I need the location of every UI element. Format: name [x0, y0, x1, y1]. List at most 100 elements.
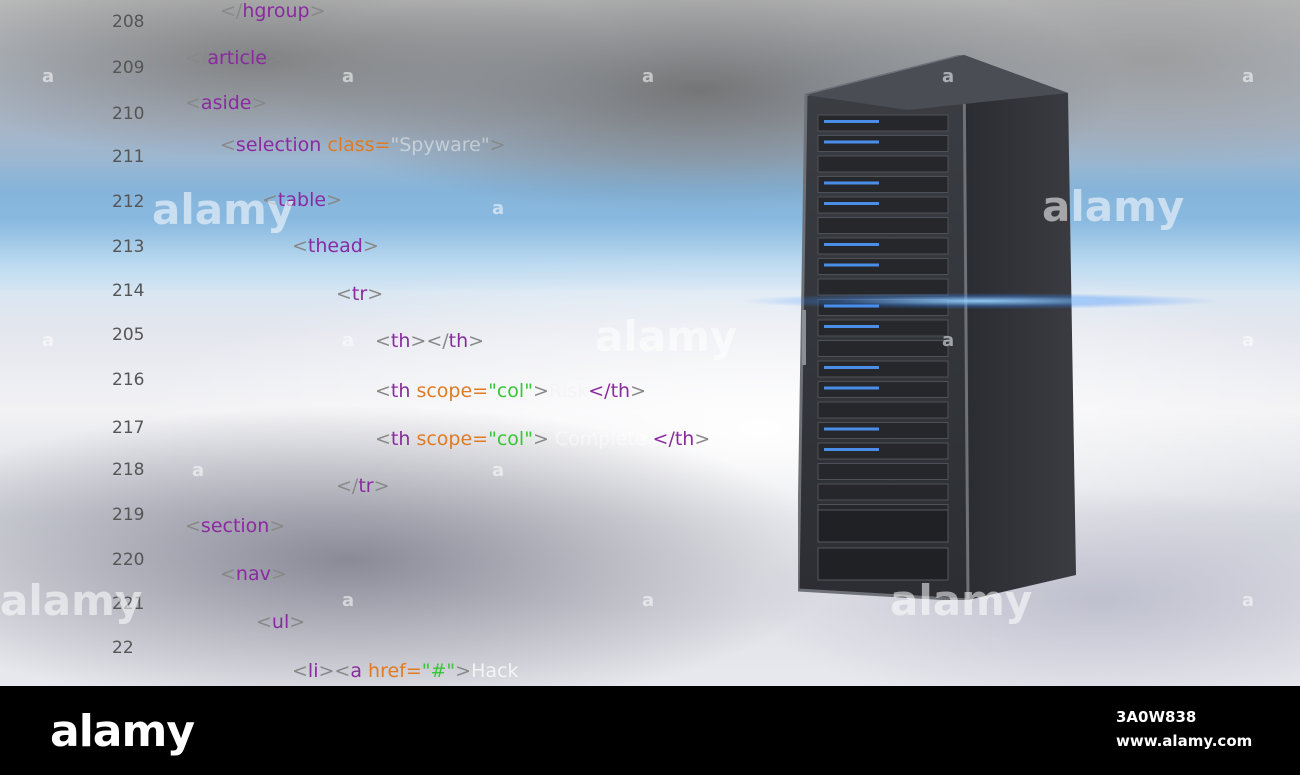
code-tag: table: [277, 189, 327, 211]
code-punct: </: [336, 475, 359, 497]
code-text: Risk: [548, 380, 589, 402]
code-line: <table>: [262, 189, 342, 211]
code-punct: <: [334, 660, 351, 682]
code-value: "Spyware": [390, 134, 490, 156]
server-light: [824, 202, 879, 205]
code-punct: >: [318, 660, 335, 682]
watermark-text: alamy: [890, 576, 1033, 625]
code-punct: </: [652, 428, 675, 450]
server-unit: [817, 463, 949, 480]
code-line: </tr>: [336, 475, 390, 497]
server-unit: [817, 196, 949, 214]
code-tag: th: [674, 428, 695, 450]
code-attr: scope=: [410, 380, 489, 402]
code-punct: <: [292, 235, 308, 257]
footer-bar: alamy 3A0W838 www.alamy.com: [0, 686, 1300, 775]
code-punct: <: [262, 189, 278, 211]
watermark-mark: a: [1242, 590, 1255, 611]
server-light: [824, 448, 879, 451]
watermark-text: alamy: [152, 185, 295, 234]
server-light: [824, 427, 879, 431]
code-line: <tr>: [336, 283, 383, 305]
code-punct: <: [292, 660, 308, 682]
line-number: 212: [112, 192, 145, 212]
code-line: <thead>: [292, 235, 379, 257]
watermark-mark: a: [942, 330, 955, 351]
watermark-mark: a: [42, 66, 55, 87]
server-unit: [817, 360, 949, 378]
watermark-text: alamy: [595, 312, 738, 361]
line-number: 216: [112, 370, 145, 390]
code-tag: th: [390, 380, 411, 402]
server-light: [824, 325, 879, 328]
code-tag: th: [448, 330, 469, 352]
code-line: <section>: [185, 515, 285, 537]
watermark-mark: a: [642, 590, 655, 611]
code-punct: <: [185, 515, 201, 537]
line-number: 220: [112, 550, 145, 570]
server-light: [824, 140, 879, 144]
watermark-mark: a: [42, 330, 55, 351]
code-punct: >: [289, 611, 306, 633]
code-tag: hgroup: [242, 0, 310, 22]
watermark-mark: a: [492, 198, 505, 219]
server-unit: [817, 483, 949, 501]
code-tag: li: [307, 660, 319, 682]
code-tag: ul: [271, 611, 290, 633]
code-punct: >: [326, 189, 342, 211]
code-punct: >: [266, 47, 283, 69]
server-unit: [817, 381, 949, 398]
code-tag: th: [390, 330, 411, 352]
code-punct: >: [489, 134, 506, 156]
server-rack-illustration: [798, 55, 1076, 600]
code-punct: >: [532, 380, 549, 402]
server-unit: [817, 509, 949, 543]
line-number: 205: [112, 325, 145, 345]
server-light: [824, 181, 879, 185]
server-light: [824, 263, 879, 267]
code-attr: href=: [361, 660, 422, 682]
code-tag: th: [610, 380, 631, 402]
line-number: 209: [112, 58, 145, 78]
code-punct: </: [185, 47, 208, 69]
code-punct: >: [362, 235, 379, 257]
watermark-text: alamy: [0, 576, 143, 625]
code-punct: >: [269, 515, 286, 537]
code-line: </article>: [185, 47, 283, 69]
watermark-mark: a: [642, 66, 655, 87]
code-punct: </: [220, 0, 243, 22]
code-line: </hgroup>: [220, 0, 325, 22]
code-value: "col": [488, 428, 533, 450]
line-number: 22: [112, 638, 134, 658]
code-value: "#": [421, 660, 456, 682]
watermark-mark: a: [492, 460, 505, 481]
code-punct: >: [532, 428, 549, 450]
watermark-mark: a: [1242, 330, 1255, 351]
code-line: <ul>: [256, 611, 305, 633]
code-line: <th scope="col"> Complete </th>: [375, 428, 710, 450]
server-unit: [817, 114, 949, 132]
code-tag: a: [350, 660, 362, 682]
code-punct: >: [251, 92, 268, 114]
code-punct: <: [375, 330, 391, 352]
code-punct: >: [630, 380, 646, 402]
code-punct: >: [367, 283, 384, 305]
code-text: Hack: [471, 660, 519, 682]
code-line: <nav>: [220, 563, 287, 585]
server-unit: [817, 442, 949, 460]
lens-flare: [660, 290, 1300, 312]
line-number: 219: [112, 505, 145, 525]
image-id: 3A0W838: [1116, 708, 1197, 726]
line-number: 214: [112, 281, 145, 301]
line-number: 221: [112, 594, 145, 614]
code-tag: tr: [351, 283, 368, 305]
server-unit: [817, 258, 949, 275]
line-number: 211: [112, 147, 145, 167]
alamy-logo: alamy: [50, 706, 195, 757]
code-value: "col": [488, 380, 533, 402]
code-line: <selection class="Spyware">: [220, 134, 506, 156]
code-punct: >: [455, 660, 472, 682]
code-text: Complete: [554, 428, 647, 450]
code-punct: <: [220, 563, 236, 585]
watermark-mark: a: [1242, 66, 1255, 87]
